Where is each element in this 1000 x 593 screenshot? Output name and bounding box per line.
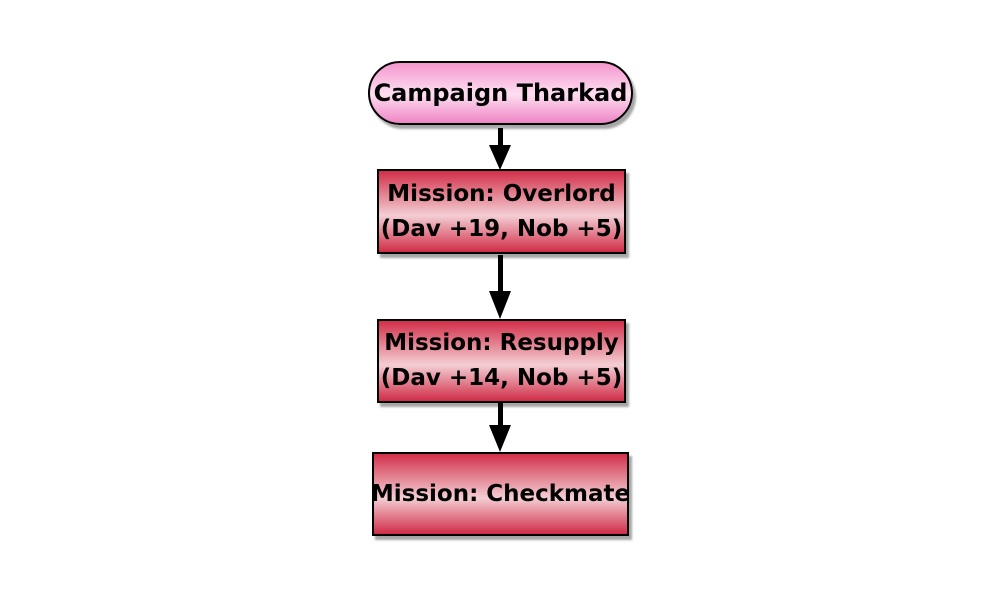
- node-campaign-tharkad: Campaign Tharkad: [368, 61, 633, 125]
- node-label-line1: Mission: Overlord: [387, 180, 616, 207]
- node-label-line2: (Dav +14, Nob +5): [380, 365, 623, 391]
- connector-arrow-3: [489, 403, 511, 452]
- node-label-line2: (Dav +19, Nob +5): [380, 215, 623, 242]
- node-label: Campaign Tharkad: [373, 78, 628, 107]
- node-label: Mission: Checkmate: [370, 480, 631, 507]
- connector-arrow-2: [489, 255, 511, 319]
- arrow-stem: [497, 255, 503, 291]
- connector-arrow-1: [489, 128, 511, 170]
- node-mission-resupply: Mission: Resupply (Dav +14, Nob +5): [377, 319, 626, 403]
- node-mission-checkmate: Mission: Checkmate: [370, 452, 631, 536]
- node-label-line1: Mission: Resupply: [384, 330, 619, 356]
- arrow-head-icon: [489, 425, 511, 452]
- arrow-stem: [497, 128, 503, 145]
- arrow-stem: [497, 403, 503, 425]
- node-mission-overlord: Mission: Overlord (Dav +19, Nob +5): [377, 169, 626, 254]
- arrow-head-icon: [489, 145, 511, 170]
- arrow-head-icon: [489, 291, 511, 319]
